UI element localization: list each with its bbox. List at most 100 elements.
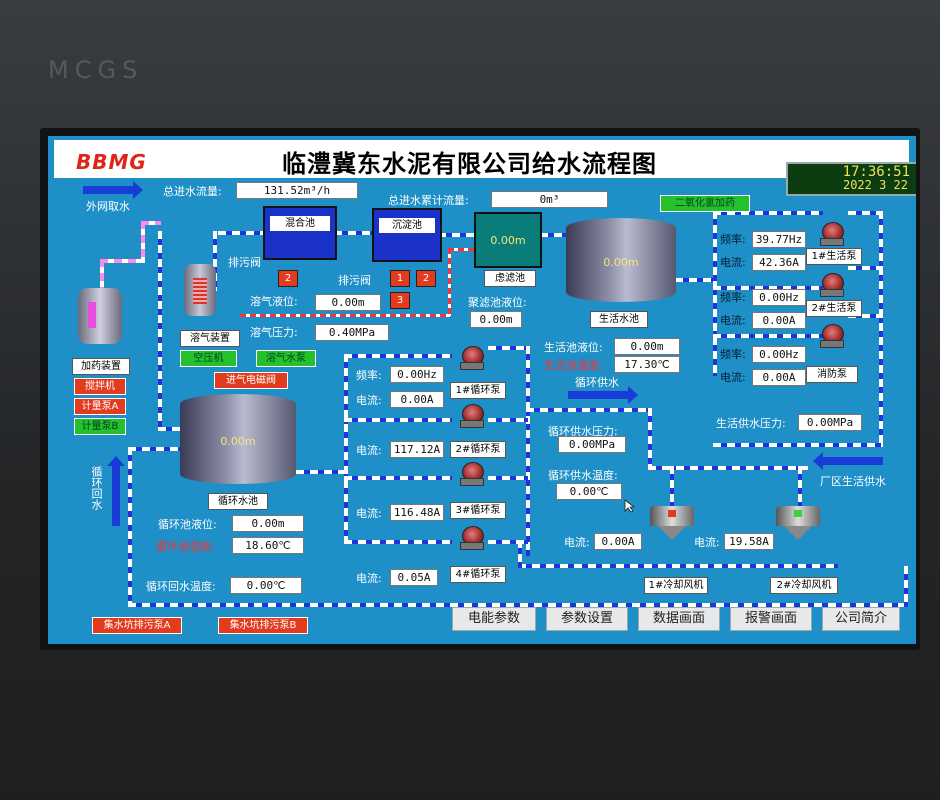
pipe bbox=[648, 466, 808, 470]
pipe bbox=[213, 231, 217, 291]
compressor-button[interactable]: 空压机 bbox=[180, 350, 237, 367]
nav-about-button[interactable]: 公司简介 bbox=[822, 607, 900, 631]
nav-params-button[interactable]: 参数设置 bbox=[546, 607, 628, 631]
cooling-fan-1-icon[interactable] bbox=[650, 506, 694, 540]
fan-1-name: 1#冷却风机 bbox=[644, 577, 708, 594]
mix-tank-label: 混合池 bbox=[270, 216, 330, 231]
circ-pump-1-icon[interactable] bbox=[458, 346, 484, 370]
pipe bbox=[488, 540, 528, 544]
life-pump-2-name: 2#生活泵 bbox=[806, 300, 862, 317]
life-pool-temp-label: 生活池温度: bbox=[544, 359, 603, 372]
life-pool-temp-value: 17.30℃ bbox=[614, 356, 680, 373]
total-cum-value: 0m³ bbox=[491, 191, 608, 208]
circ-supply-temp-value: 0.00℃ bbox=[556, 483, 622, 500]
pipe bbox=[344, 354, 348, 544]
pipe bbox=[675, 278, 713, 282]
total-cum-label: 总进水累计流量: bbox=[388, 194, 469, 207]
nav-alarm-button[interactable]: 报警画面 bbox=[730, 607, 812, 631]
chem-pipe bbox=[100, 259, 104, 289]
fire-pump-icon[interactable] bbox=[818, 324, 844, 348]
life-pump-2-freq-label: 频率: bbox=[720, 291, 746, 304]
sediment-tank[interactable]: 沉淀池 bbox=[372, 208, 442, 262]
drain-valve-3[interactable]: 3 bbox=[390, 292, 410, 309]
sump-pump-b-button[interactable]: 集水坑排污泵B bbox=[218, 617, 308, 634]
drain-valve-mid-label: 排污阀 bbox=[338, 274, 371, 287]
cooling-fan-2-icon[interactable] bbox=[776, 506, 820, 540]
pipe bbox=[713, 286, 823, 290]
filter-level-label: 聚滤池液位: bbox=[468, 296, 527, 309]
circ-pump-3-name: 3#循环泵 bbox=[450, 502, 506, 519]
pipe bbox=[128, 447, 180, 451]
pipe bbox=[904, 566, 908, 607]
life-pump-1-icon[interactable] bbox=[818, 222, 844, 246]
life-pump-1-cur: 42.36A bbox=[752, 254, 806, 271]
circ-tank-label: 循环水池 bbox=[208, 493, 268, 510]
pipe bbox=[344, 354, 452, 358]
circ-pump-1-cur-label: 电流: bbox=[356, 394, 382, 407]
clock-time: 17:36:51 bbox=[842, 164, 910, 180]
solenoid-valve-button[interactable]: 进气电磁阀 bbox=[214, 372, 288, 389]
pipe bbox=[128, 603, 908, 607]
filter-tank-level: 0.00m bbox=[490, 234, 526, 247]
circ-pump-2-icon[interactable] bbox=[458, 404, 484, 428]
air-pipe bbox=[240, 314, 450, 317]
pipe bbox=[879, 211, 883, 443]
dissolved-air-device: 溶气装置 bbox=[180, 330, 240, 347]
life-pump-2-icon[interactable] bbox=[818, 273, 844, 297]
circ-tank-level: 0.00m bbox=[220, 434, 256, 448]
circ-supply-temp-label: 循环供水温度: bbox=[548, 469, 618, 482]
circ-pump-4-icon[interactable] bbox=[458, 526, 484, 550]
life-pump-1-freq-label: 频率: bbox=[720, 233, 746, 246]
mouse-cursor-icon bbox=[624, 499, 636, 513]
circ-pump-3-icon[interactable] bbox=[458, 462, 484, 486]
cooling-fan-1-status bbox=[668, 510, 676, 517]
pipe bbox=[848, 314, 883, 318]
clock-display: 17:36:51 2022 3 22 bbox=[786, 162, 916, 196]
air-pipe bbox=[448, 248, 451, 316]
nav-data-button[interactable]: 数据画面 bbox=[638, 607, 720, 631]
fire-pump-cur: 0.00A bbox=[752, 369, 806, 386]
filter-level-value: 0.00m bbox=[470, 311, 522, 328]
nav-energy-button[interactable]: 电能参数 bbox=[452, 607, 536, 631]
pipe bbox=[713, 211, 717, 376]
chem-pipe bbox=[141, 221, 145, 263]
sump-pump-a-button[interactable]: 集水坑排污泵A bbox=[92, 617, 182, 634]
drain-valve-2[interactable]: 2 bbox=[278, 270, 298, 287]
meter-pump-b-button[interactable]: 计量泵B bbox=[74, 418, 126, 435]
pipe bbox=[344, 418, 452, 422]
life-pump-2-cur-label: 电流: bbox=[720, 314, 746, 327]
chem-pipe bbox=[100, 259, 145, 263]
chlorine-dosing[interactable]: 二氧化氯加药 bbox=[660, 195, 750, 212]
total-flow-label: 总进水流量: bbox=[163, 185, 222, 198]
dosing-tank bbox=[78, 288, 122, 344]
mixer-button[interactable]: 搅拌机 bbox=[74, 378, 126, 395]
pipe bbox=[344, 476, 452, 480]
pipe bbox=[526, 346, 530, 556]
pipe bbox=[488, 418, 528, 422]
meter-pump-a-button[interactable]: 计量泵A bbox=[74, 398, 126, 415]
pipe bbox=[488, 346, 528, 350]
pipe bbox=[713, 443, 883, 447]
fan-2-cur-label: 电流: bbox=[694, 536, 720, 549]
heat-coil-icon bbox=[193, 278, 207, 304]
drain-valve-1[interactable]: 1 bbox=[390, 270, 410, 287]
fire-pump-freq: 0.00Hz bbox=[752, 346, 806, 363]
hmi-screen: BBMG 临澧冀东水泥有限公司给水流程图 17:36:51 2022 3 22 bbox=[48, 136, 916, 644]
drain-valve-2b[interactable]: 2 bbox=[416, 270, 436, 287]
life-pump-1-freq: 39.77Hz bbox=[752, 231, 806, 248]
dissolved-level-value: 0.00m bbox=[315, 294, 381, 311]
mix-tank[interactable]: 混合池 bbox=[263, 206, 337, 260]
life-tank-level: 0.00m bbox=[603, 255, 639, 269]
fire-pump-name: 消防泵 bbox=[806, 366, 858, 383]
cooling-fan-2-status bbox=[794, 510, 802, 517]
circ-pump-1-cur: 0.00A bbox=[390, 391, 444, 408]
fan-2-name: 2#冷却风机 bbox=[770, 577, 838, 594]
life-pump-2-cur: 0.00A bbox=[752, 312, 806, 329]
circ-tank[interactable]: 0.00m bbox=[180, 394, 296, 484]
dosing-device: 加药装置 bbox=[72, 358, 130, 375]
dissolved-pump-button[interactable]: 溶气水泵 bbox=[256, 350, 316, 367]
life-tank[interactable]: 0.00m bbox=[566, 218, 676, 302]
circ-return-temp-value: 0.00℃ bbox=[230, 577, 302, 594]
filter-tank[interactable]: 0.00m bbox=[474, 212, 542, 268]
filter-tank-label: 虑滤池 bbox=[484, 270, 536, 287]
